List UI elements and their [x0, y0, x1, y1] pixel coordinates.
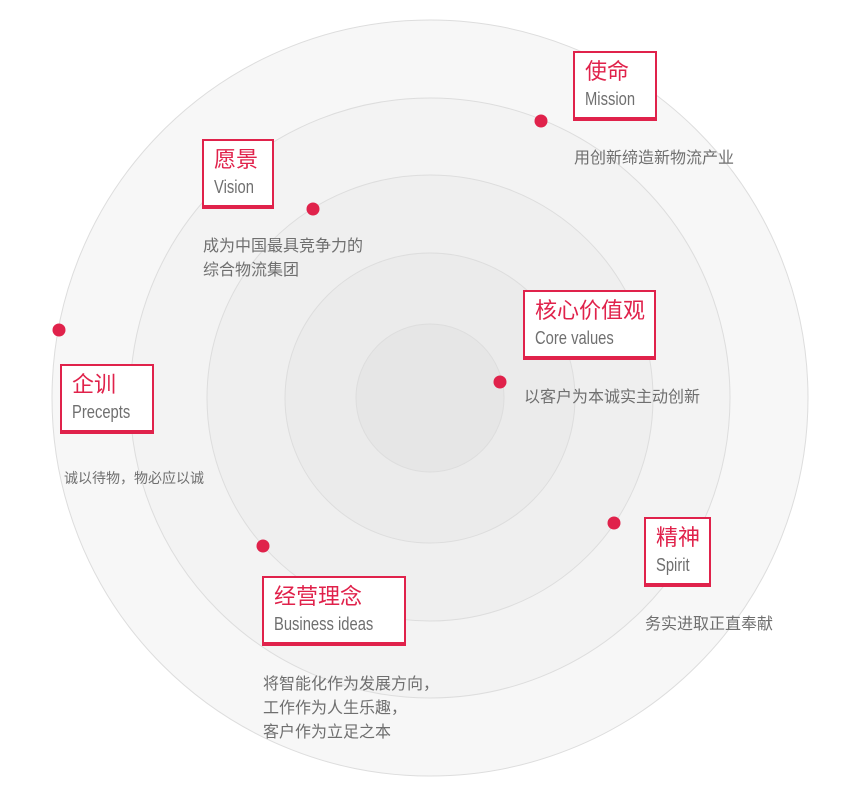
- core-values-title-en: Core values: [535, 328, 614, 348]
- mission-description: 用创新缔造新物流产业: [574, 146, 734, 170]
- spirit-description: 务实进取正直奉献: [645, 612, 773, 636]
- marker-dot-vision: [306, 202, 320, 216]
- marker-dot-spirit: [607, 516, 621, 530]
- spirit-title-en: Spirit: [656, 555, 690, 575]
- precepts-card: 企训 Precepts: [60, 364, 155, 434]
- marker-dot-business-ideas: [256, 539, 270, 553]
- precepts-description: 诚以待物，物必应以诚: [64, 467, 204, 491]
- precepts-title-zh: 企训: [72, 373, 117, 398]
- business-ideas-title-en: Business ideas: [274, 614, 374, 634]
- precepts-desc-line: 诚以待物，物必应以诚: [64, 471, 204, 487]
- mission-card: 使命 Mission: [573, 51, 658, 121]
- vision-description: 成为中国最具竞争力的 综合物流集团: [203, 234, 363, 282]
- business-ideas-card: 经营理念 Business ideas: [262, 576, 407, 646]
- spirit-desc-line: 务实进取正直奉献: [645, 614, 774, 633]
- business-ideas-desc-line: 将智能化作为发展方向，: [263, 674, 440, 693]
- vision-title-zh: 愿景: [214, 148, 259, 173]
- business-ideas-description: 将智能化作为发展方向， 工作作为人生乐趣， 客户作为立足之本: [263, 672, 439, 744]
- spirit-card: 精神 Spirit: [644, 517, 712, 587]
- business-ideas-desc-line: 客户作为立足之本: [263, 722, 392, 741]
- marker-dot-precepts: [52, 323, 66, 337]
- business-ideas-title-zh: 经营理念: [274, 585, 363, 610]
- mission-title-en: Mission: [585, 89, 636, 109]
- core-values-card: 核心价值观 Core values: [523, 290, 657, 360]
- precepts-title-en: Precepts: [72, 402, 131, 422]
- vision-card: 愿景 Vision: [202, 139, 274, 209]
- vision-desc-line: 成为中国最具竞争力的: [203, 236, 364, 255]
- core-values-title-zh: 核心价值观: [535, 299, 646, 324]
- ring-inner: [355, 323, 505, 473]
- mission-title-zh: 使命: [585, 60, 630, 85]
- core-values-description: 以客户为本诚实主动创新: [524, 385, 700, 409]
- core-values-desc-line: 以客户为本诚实主动创新: [524, 387, 701, 406]
- marker-dot-mission: [534, 114, 548, 128]
- vision-title-en: Vision: [214, 177, 254, 197]
- vision-desc-line: 综合物流集团: [203, 260, 300, 279]
- spirit-title-zh: 精神: [656, 526, 701, 551]
- marker-dot-core-values: [493, 375, 507, 389]
- mission-desc-line: 用创新缔造新物流产业: [574, 148, 735, 167]
- business-ideas-desc-line: 工作作为人生乐趣，: [263, 698, 408, 717]
